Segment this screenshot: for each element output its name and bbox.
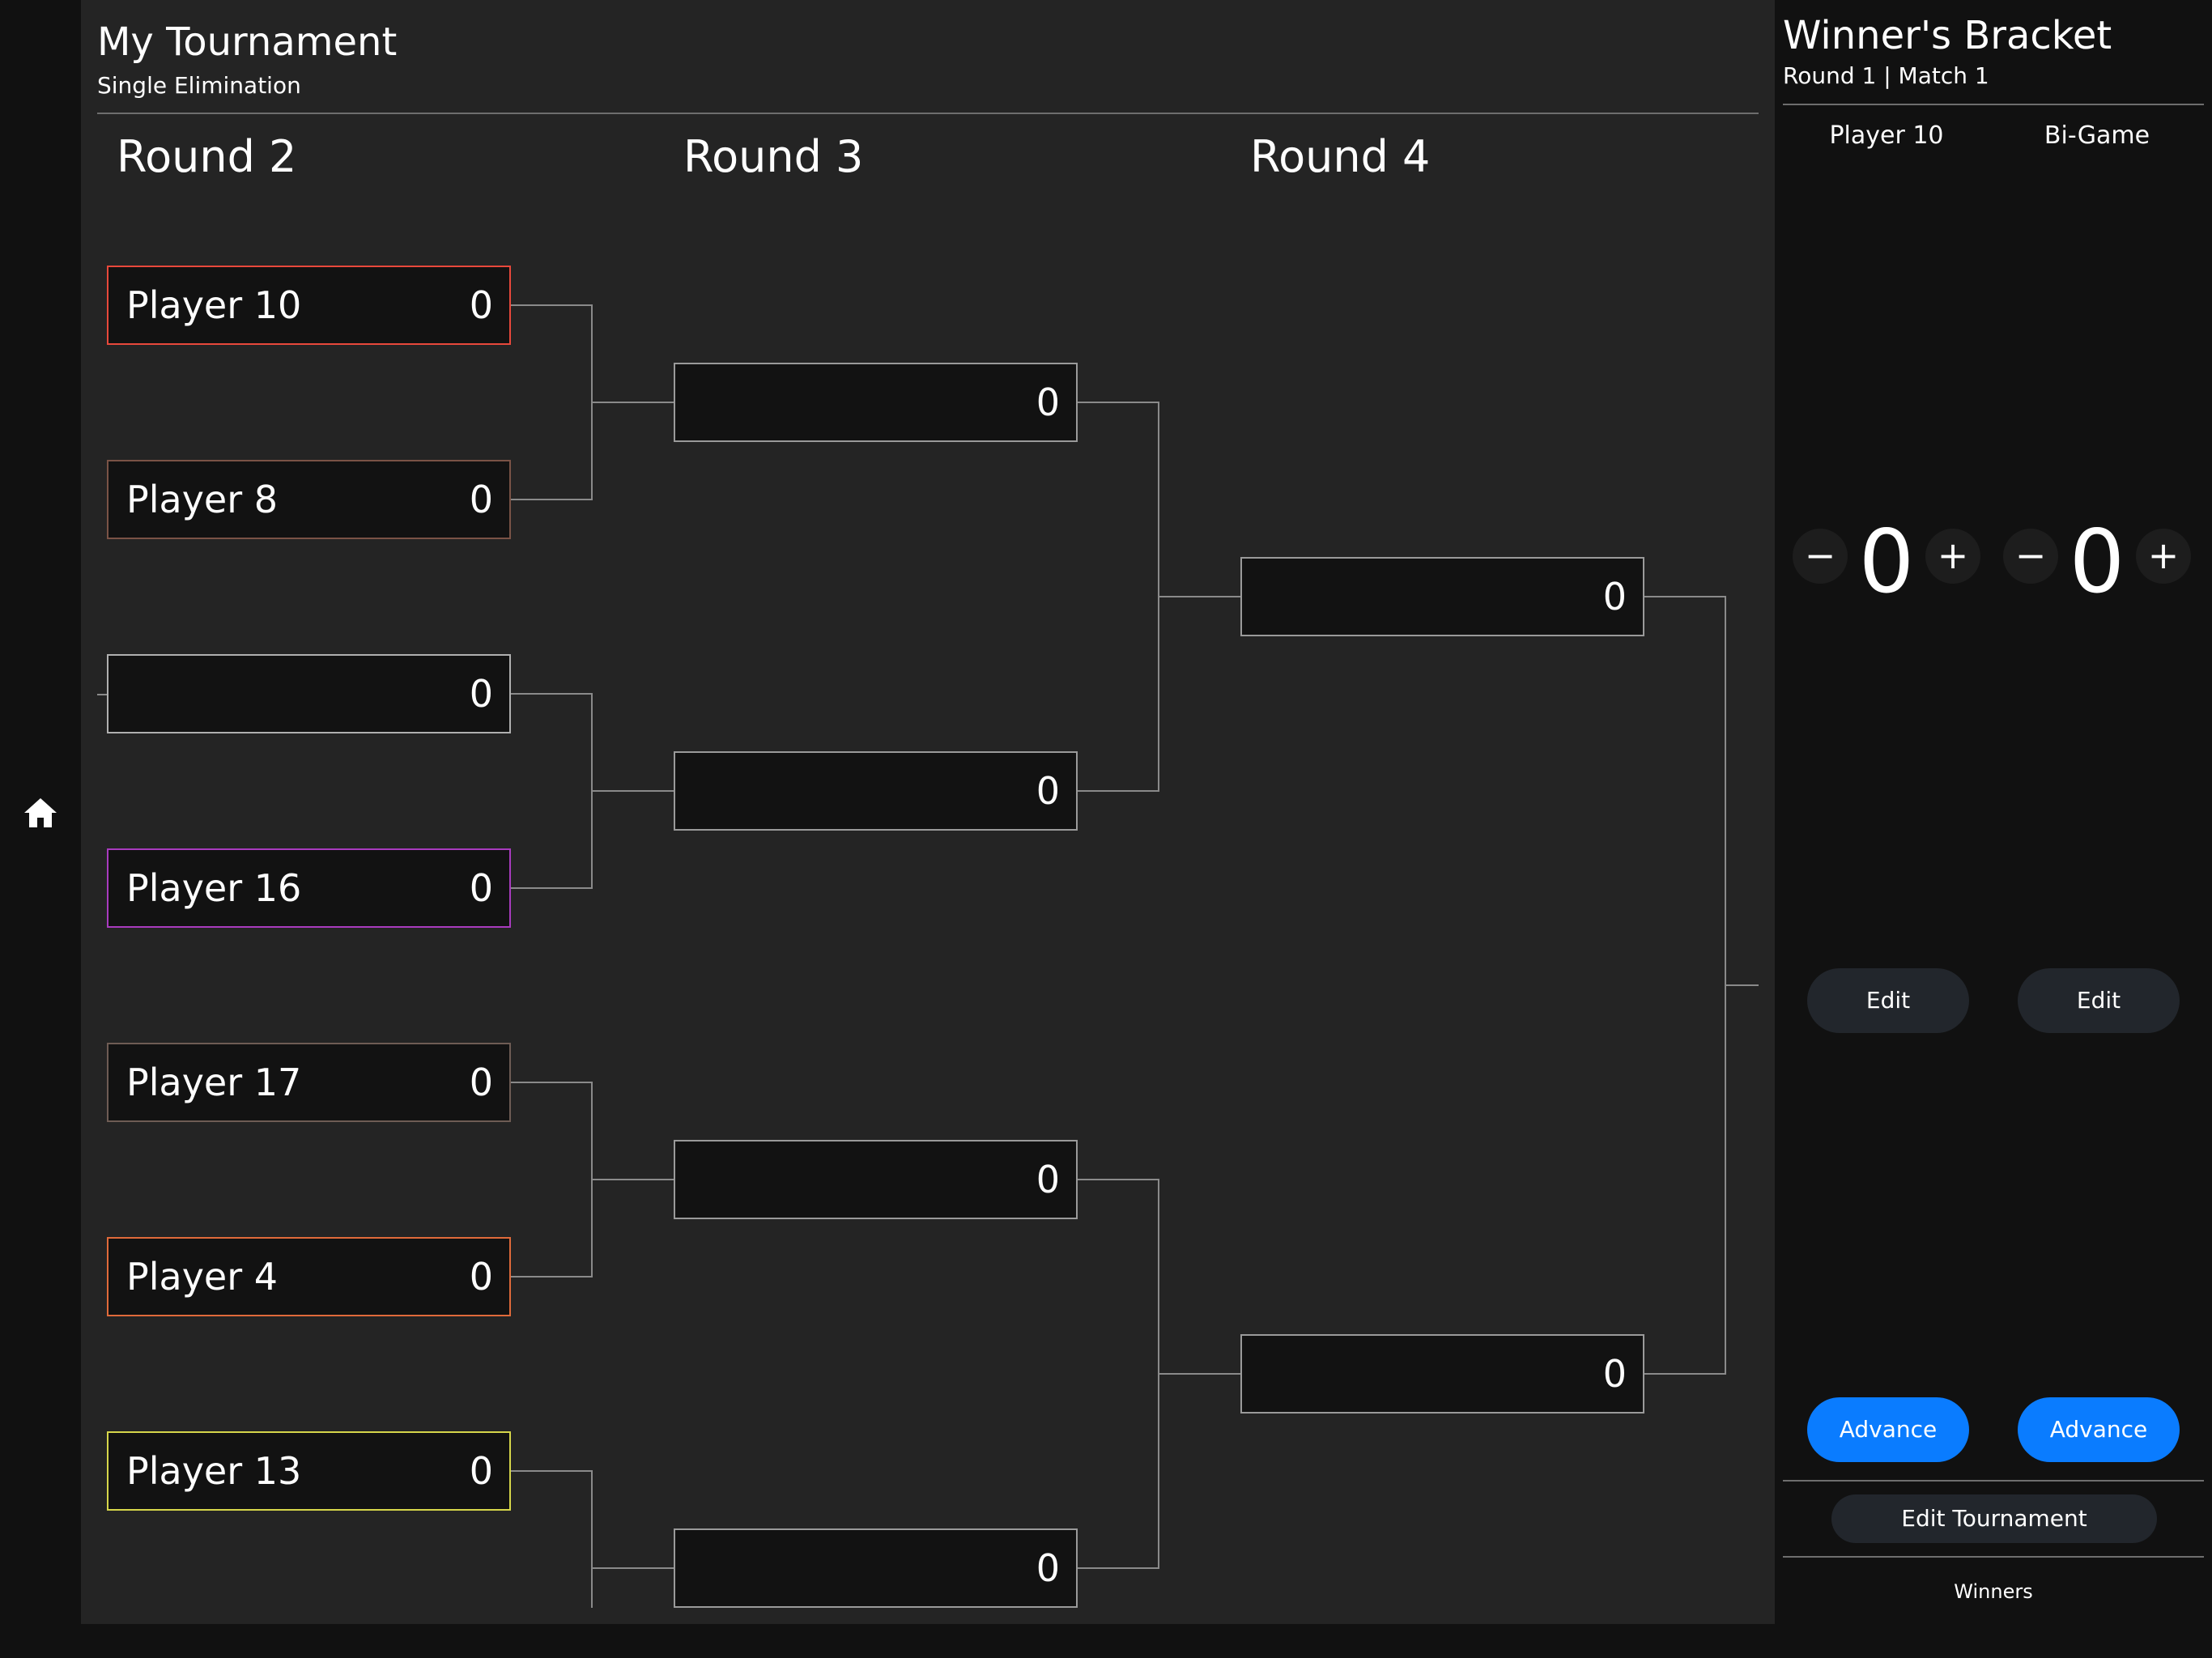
player-2-score: 0 xyxy=(2069,512,2125,613)
player-1-advance-button[interactable]: Advance xyxy=(1807,1397,1969,1462)
slot-player-name: Player 17 xyxy=(126,1061,302,1104)
match-slot[interactable]: 0 xyxy=(674,1140,1078,1219)
slot-score: 0 xyxy=(1602,1352,1627,1396)
slot-player-name: Player 4 xyxy=(126,1255,279,1299)
player-2-increment-button[interactable]: + xyxy=(2136,529,2191,584)
home-icon xyxy=(24,798,57,827)
match-slot[interactable]: Player 4 0 xyxy=(107,1237,511,1316)
player-1-edit-button[interactable]: Edit xyxy=(1807,968,1969,1033)
match-slot[interactable]: Player 16 0 xyxy=(107,848,511,928)
slot-player-name: Player 13 xyxy=(126,1449,302,1493)
winners-tab[interactable]: Winners xyxy=(1954,1580,2033,1603)
match-slot[interactable]: 0 xyxy=(674,1528,1078,1608)
match-slot[interactable]: 0 xyxy=(674,751,1078,831)
match-slot[interactable]: 0 xyxy=(674,363,1078,442)
slot-score: 0 xyxy=(1036,769,1060,813)
player-1-increment-button[interactable]: + xyxy=(1925,529,1980,584)
round-title-3: Round 3 xyxy=(683,131,864,182)
slot-score: 0 xyxy=(469,478,493,521)
match-slot[interactable]: Player 8 0 xyxy=(107,460,511,539)
slot-score: 0 xyxy=(1036,1158,1060,1201)
nav-sidebar xyxy=(0,0,81,1658)
round-title-4: Round 4 xyxy=(1250,131,1431,182)
slot-player-name: Player 10 xyxy=(126,283,302,327)
tournament-format: Single Elimination xyxy=(97,72,301,99)
player-1-score: 0 xyxy=(1858,512,1915,613)
slot-score: 0 xyxy=(469,1449,493,1493)
plus-icon: + xyxy=(1937,534,1969,577)
match-slot[interactable]: Player 17 0 xyxy=(107,1043,511,1122)
slot-score: 0 xyxy=(1036,1546,1060,1590)
panel-divider xyxy=(1783,1556,2204,1558)
match-panel: Winner's Bracket Round 1 | Match 1 Playe… xyxy=(1775,0,2212,1658)
round-title-2: Round 2 xyxy=(117,131,297,182)
player-1-decrement-button[interactable]: − xyxy=(1793,529,1848,584)
match-slot[interactable]: Player 10 0 xyxy=(107,266,511,345)
slot-score: 0 xyxy=(469,672,493,716)
slot-score: 0 xyxy=(469,1255,493,1299)
plus-icon: + xyxy=(2147,534,2180,577)
bracket-connector-lines xyxy=(97,304,1759,1608)
slot-player-name: Player 8 xyxy=(126,478,279,521)
tournament-title: My Tournament xyxy=(97,19,398,65)
match-slot[interactable]: 0 xyxy=(1240,557,1644,636)
player-2-edit-button[interactable]: Edit xyxy=(2018,968,2180,1033)
bracket-view[interactable]: My Tournament Single Elimination Round 2… xyxy=(81,0,1775,1624)
minus-icon: − xyxy=(1804,534,1836,577)
player-2-advance-button[interactable]: Advance xyxy=(2018,1397,2180,1462)
panel-title: Winner's Bracket xyxy=(1783,13,2112,58)
minus-icon: − xyxy=(2014,534,2047,577)
panel-divider xyxy=(1783,1480,2204,1482)
player-2-name: Bi-Game xyxy=(2044,121,2150,150)
slot-score: 0 xyxy=(1036,380,1060,424)
slot-score: 0 xyxy=(469,283,493,327)
slot-score: 0 xyxy=(469,1061,493,1104)
header-divider xyxy=(97,113,1759,114)
match-slot[interactable]: 0 xyxy=(1240,1334,1644,1414)
match-slot[interactable]: 0 xyxy=(107,654,511,733)
match-slot[interactable]: Player 13 0 xyxy=(107,1431,511,1511)
player-2-decrement-button[interactable]: − xyxy=(2003,529,2058,584)
panel-divider xyxy=(1783,104,2204,105)
slot-player-name: Player 16 xyxy=(126,866,302,910)
home-button[interactable] xyxy=(18,792,63,834)
panel-subtitle: Round 1 | Match 1 xyxy=(1783,62,1989,89)
slot-score: 0 xyxy=(1602,575,1627,619)
edit-tournament-button[interactable]: Edit Tournament xyxy=(1831,1494,2157,1543)
slot-score: 0 xyxy=(469,866,493,910)
player-1-name: Player 10 xyxy=(1829,121,1944,150)
